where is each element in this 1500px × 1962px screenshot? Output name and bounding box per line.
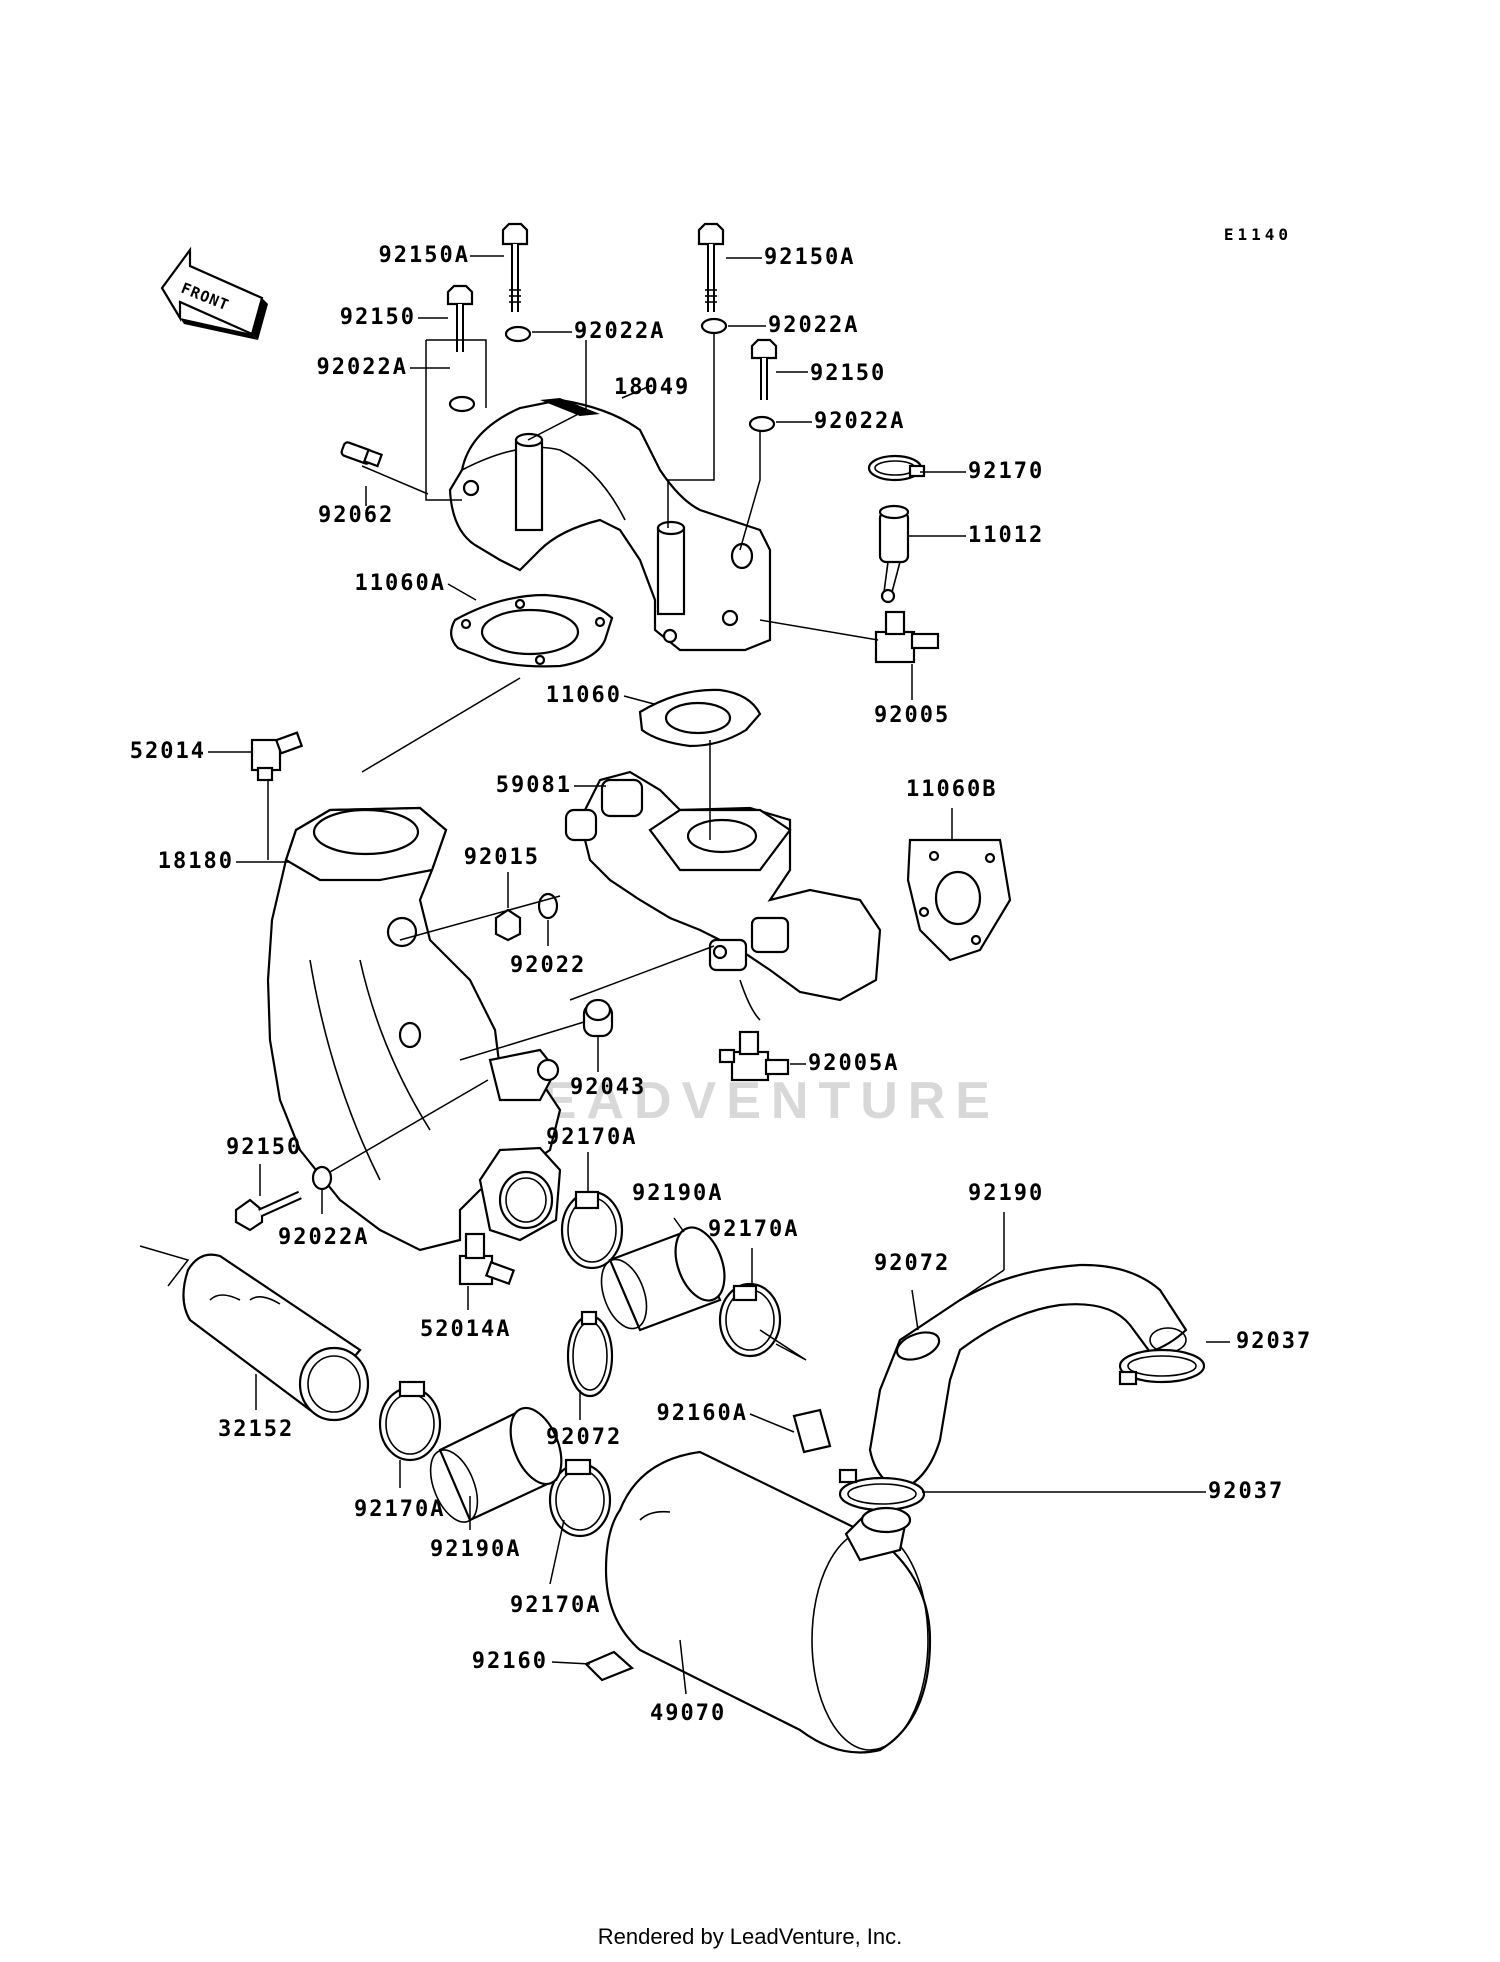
clamp-92170A-bottom — [548, 1458, 612, 1538]
label-plate-92160 — [584, 1650, 635, 1682]
callout-92190A-low: 92190A — [430, 1537, 521, 1562]
callout-92170A-bottom: 92170A — [510, 1593, 601, 1618]
callout-11060: 11060 — [546, 683, 622, 708]
callout-11060B: 11060B — [906, 777, 997, 802]
clamp-92072-mid — [566, 1310, 614, 1398]
clamp-92170A-low-left — [378, 1380, 442, 1462]
callout-92043: 92043 — [570, 1075, 646, 1100]
callout-92037-bottom: 92037 — [1208, 1479, 1284, 1504]
bolt-92150-top-right — [750, 338, 778, 400]
label-plate-92160A — [792, 1408, 832, 1454]
callout-92170A-mid: 92170A — [708, 1217, 799, 1242]
callout-92022A-right: 92022A — [814, 409, 905, 434]
leader-lines — [139, 255, 1230, 1695]
callout-92170A-top: 92170A — [546, 1125, 637, 1150]
callout-92150-bottom: 92150 — [226, 1135, 302, 1160]
callout-92190: 92190 — [968, 1181, 1044, 1206]
callout-92150A-right: 92150A — [764, 245, 855, 270]
callout-92170: 92170 — [968, 459, 1044, 484]
callout-92022A-bottom: 92022A — [278, 1225, 369, 1250]
callout-92062: 92062 — [318, 503, 394, 528]
callout-92005A: 92005A — [808, 1051, 899, 1076]
callout-59081: 59081 — [496, 773, 572, 798]
footer-credit: Rendered by LeadVenture, Inc. — [598, 1924, 903, 1949]
front-arrow-icon: FRONT — [160, 246, 268, 340]
callout-92072-mid: 92072 — [546, 1425, 622, 1450]
callout-92150-top-left: 92150 — [340, 305, 416, 330]
callout-52014: 52014 — [130, 739, 206, 764]
callout-18049: 18049 — [614, 375, 690, 400]
callout-49070: 49070 — [650, 1701, 726, 1726]
callout-92150A-left: 92150A — [379, 243, 470, 268]
fitting-92005 — [874, 610, 940, 664]
callout-labels: 92150A 92150A 92150 92022A 92022A 92022A… — [130, 243, 1312, 1726]
callout-92037-right: 92037 — [1236, 1329, 1312, 1354]
expansion-chamber-18180 — [266, 806, 562, 1252]
bolt-92150-top-left — [446, 284, 474, 352]
muffler-pipe-32152 — [182, 1253, 370, 1422]
callout-32152: 32152 — [218, 1417, 294, 1442]
callout-11012: 11012 — [968, 523, 1044, 548]
fitting-92005A — [718, 1030, 790, 1082]
callout-92015: 92015 — [464, 845, 540, 870]
washer-92022A-right — [748, 415, 776, 433]
gasket-11060 — [638, 688, 762, 748]
sensor-11012 — [878, 504, 910, 604]
hose-92190A-top — [600, 1226, 726, 1332]
clamp-92170 — [867, 454, 926, 482]
clamp-92170A-top — [560, 1190, 624, 1270]
callout-92022A-left: 92022A — [317, 355, 408, 380]
bushing-92043 — [582, 998, 614, 1038]
fitting-92062 — [340, 441, 384, 468]
watermark-text: LEADVENTURE — [500, 1072, 1000, 1130]
callout-92190A-top: 92190A — [632, 1181, 723, 1206]
washer-92022A-left — [448, 395, 476, 413]
gasket-11060A — [450, 593, 614, 668]
callout-92022A-top-right: 92022A — [768, 313, 859, 338]
exhaust-pipe-59081 — [564, 770, 882, 1021]
clamp-92037-right — [1118, 1348, 1206, 1386]
callout-18180: 18180 — [158, 849, 234, 874]
callout-92170A-low-left: 92170A — [354, 1497, 445, 1522]
bolt-92150-bottom — [234, 1190, 302, 1232]
callout-92005: 92005 — [874, 703, 950, 728]
callout-11060A: 11060A — [355, 571, 446, 596]
fitting-52014 — [250, 731, 304, 782]
bolt-92150A-left — [501, 222, 529, 312]
callout-92160A: 92160A — [657, 1401, 748, 1426]
callout-92150-top-right: 92150 — [810, 361, 886, 386]
muffler-49070 — [604, 1450, 932, 1754]
washer-92022A-bottom — [311, 1165, 333, 1191]
clamp-92170A-mid — [718, 1282, 782, 1358]
nut-92015 — [494, 908, 522, 942]
fitting-52014A — [458, 1232, 516, 1286]
callout-92160: 92160 — [472, 1649, 548, 1674]
gasket-11060B — [906, 838, 1012, 962]
callout-52014A: 52014A — [420, 1317, 511, 1342]
hose-92190A-low — [429, 1406, 563, 1523]
washer-92022A-top-right — [700, 317, 728, 335]
diagram-code: E1140 — [1224, 225, 1292, 244]
exhaust-manifold-18049 — [448, 398, 772, 652]
callout-92072-right: 92072 — [874, 1251, 950, 1276]
callout-92022A-top: 92022A — [574, 319, 665, 344]
washer-92022A-top — [504, 325, 532, 343]
bolt-92150A-right — [697, 222, 725, 312]
callout-92022: 92022 — [510, 953, 586, 978]
